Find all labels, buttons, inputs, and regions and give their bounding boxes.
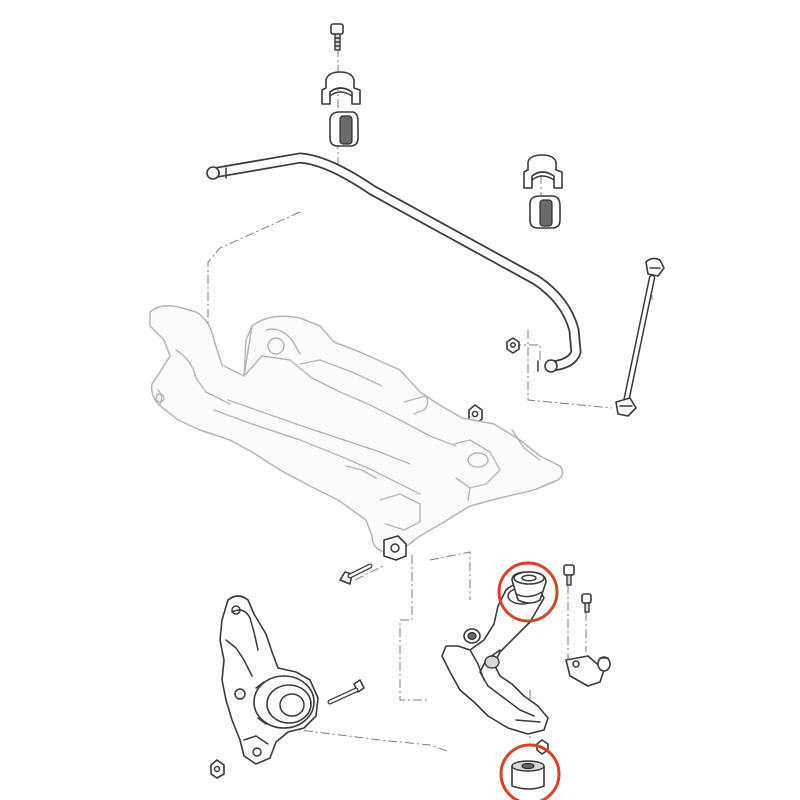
ball-joint-bolt	[563, 564, 575, 586]
highlight-ring-front-bushing	[497, 561, 559, 623]
control-arm-rear-bushing-highlighted	[511, 760, 545, 790]
highlight-ring-rear-bushing	[499, 743, 561, 800]
control-arm-front-bushing-highlighted	[511, 571, 547, 604]
control-arm-front-bushing	[463, 628, 481, 644]
stabilizer-link	[615, 257, 665, 417]
ball-joint-bolt-2	[581, 593, 592, 613]
wheel-hub	[253, 675, 315, 729]
stabilizer-bracket-right	[523, 154, 563, 189]
stabilizer-bracket-bolt	[330, 23, 344, 51]
subframe-mount-bolt	[339, 563, 373, 585]
lower-control-arm	[441, 581, 549, 735]
stabilizer-bar-nut	[506, 337, 520, 354]
subframe-mount-bushing	[383, 535, 407, 561]
stabilizer-bushing-left	[329, 111, 359, 147]
knuckle-pinch-bolt	[327, 679, 365, 705]
ball-joint	[565, 655, 611, 687]
stabilizer-bracket-left	[321, 71, 361, 105]
stabilizer-bushing-right	[529, 195, 561, 229]
front-subframe-crossmember	[149, 305, 564, 553]
knuckle-nut	[210, 759, 225, 779]
stabilizer-bar	[206, 152, 582, 373]
